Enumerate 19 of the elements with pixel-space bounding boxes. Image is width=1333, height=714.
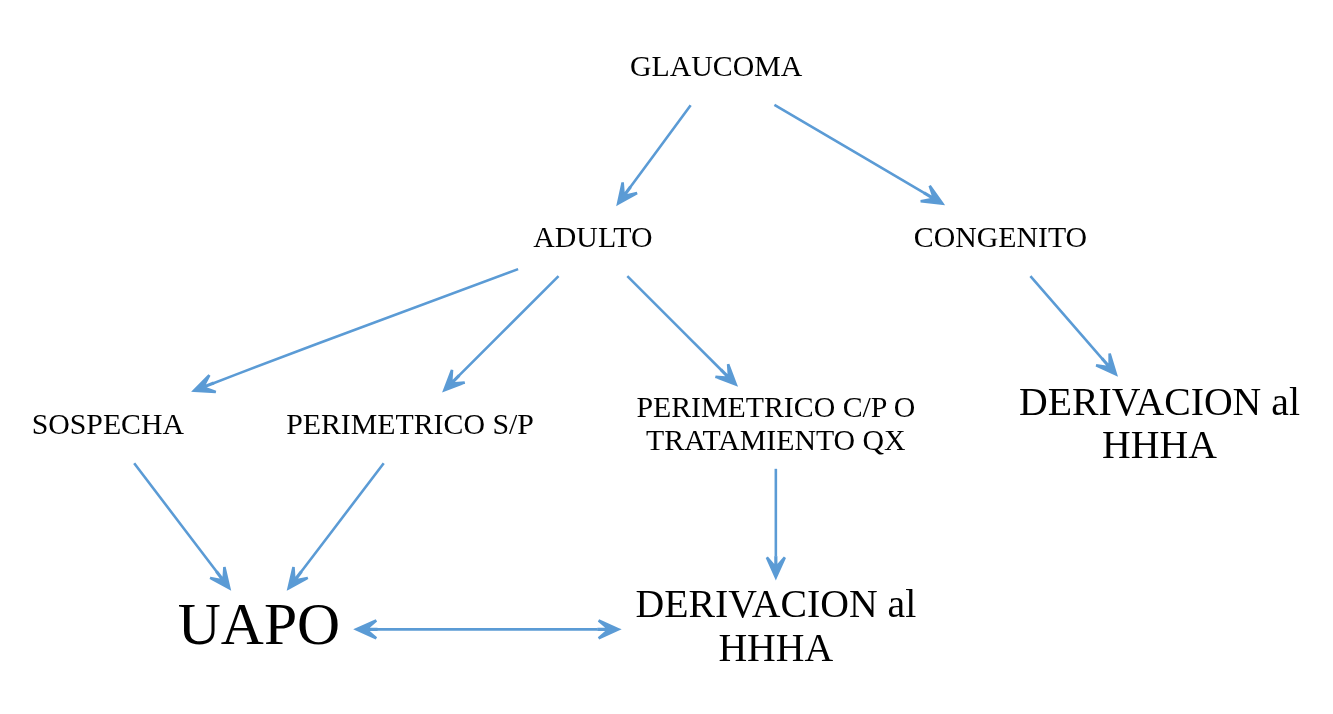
node-text: UAPO: [177, 591, 341, 658]
arrow: [133, 462, 231, 590]
arrow: [287, 462, 385, 590]
node-text: CONGENITO: [913, 219, 1088, 253]
arrow: [626, 275, 738, 386]
node-text: DERIVACION al HHHA: [1019, 379, 1300, 468]
arrow: [765, 468, 787, 579]
arrow: [192, 267, 519, 394]
arrow: [773, 103, 944, 205]
node-text: PERIMETRICO S/P: [286, 406, 534, 440]
node-text: SOSPECHA: [31, 406, 185, 440]
node-text: DERIVACION al HHHA: [635, 582, 917, 671]
node-text: GLAUCOMA: [630, 48, 803, 82]
arrow: [616, 104, 692, 205]
node-text: PERIMETRICO C/P O TRATAMIENTO QX: [636, 389, 916, 457]
arrow: [1029, 275, 1118, 376]
arrow: [443, 275, 560, 392]
node-text: ADULTO: [533, 219, 653, 253]
arrow: [355, 619, 620, 640]
